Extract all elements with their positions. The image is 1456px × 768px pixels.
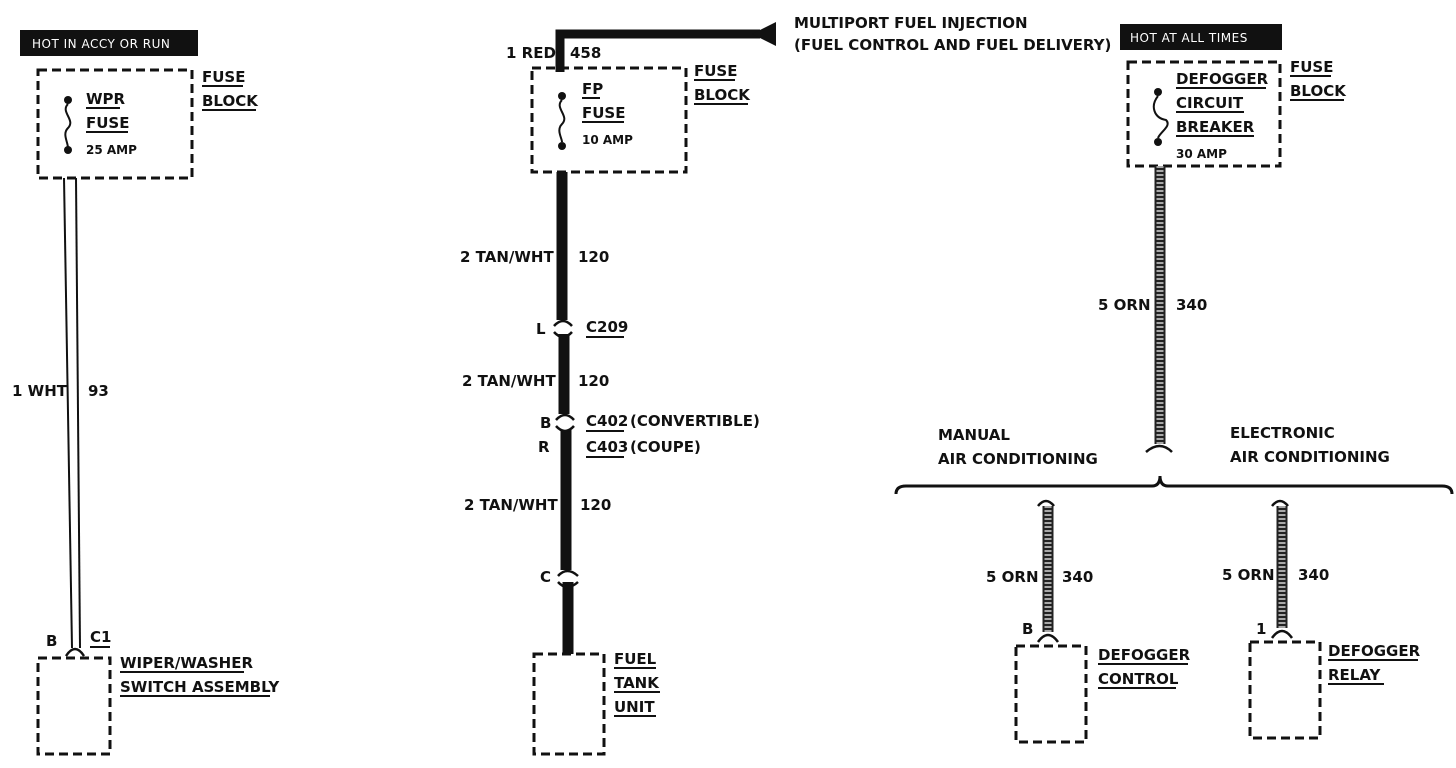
defogger-fuse-block-label-line1: FUSE [1290, 58, 1333, 76]
c209-connector-icon [553, 319, 573, 339]
manual-ac-label-line2: AIR CONDITIONING [938, 450, 1098, 468]
c1-pin: B [46, 632, 57, 650]
right-branch-top-icon [1271, 499, 1289, 507]
fp-fuse-block-box [530, 66, 688, 174]
wht-wire-gauge-color: 1 WHT [12, 382, 68, 400]
defogger-circuit: HOT AT ALL TIMES FUSE BLOCK DEFOGGER CIR… [894, 24, 1454, 744]
breaker-terminal-bottom [1154, 138, 1162, 146]
fp-fuse-element-icon [558, 99, 566, 143]
feed-arrow-icon [752, 22, 776, 46]
red-feed-circuit: 458 [570, 44, 601, 62]
fuel-pump-circuit: MULTIPORT FUEL INJECTION (FUEL CONTROL A… [460, 14, 1111, 756]
wht-wire-circuit: 93 [88, 382, 109, 400]
option-brace [894, 475, 1454, 495]
c402-name: C402 [586, 412, 628, 430]
wiper-washer-switch-box [36, 656, 112, 756]
fuse-terminal-bottom [64, 146, 72, 154]
hot-in-accy-header-bg [20, 30, 198, 56]
defogger-control-line1: DEFOGGER [1098, 646, 1191, 664]
c-connector-icon [557, 569, 579, 589]
breaker-terminal-top [1154, 88, 1162, 96]
electronic-ac-label-line2: AIR CONDITIONING [1230, 448, 1390, 466]
seg3-gauge-color: 2 TAN/WHT [464, 496, 558, 514]
breaker-name-line3: BREAKER [1176, 118, 1255, 136]
fp-fuse-block-label-line2: BLOCK [694, 86, 751, 104]
c402-connector-icon [555, 413, 575, 433]
fuel-tank-unit-line2: TANK [614, 674, 660, 692]
multiport-fuel-injection-line2: (FUEL CONTROL AND FUEL DELIVERY) [794, 36, 1111, 54]
c-connector-pin: C [540, 568, 551, 586]
fp-fuse-block-label-line1: FUSE [694, 62, 737, 80]
manual-ac-label-line1: MANUAL [938, 426, 1010, 444]
fp-fuse-name-line2: FUSE [582, 104, 625, 122]
red-feed-gauge-color: 1 RED [506, 44, 556, 62]
main-wire-end-icon [1145, 444, 1173, 453]
wht-wire-left-edge [63, 177, 73, 649]
breaker-rating: 30 AMP [1176, 147, 1227, 161]
left-branch-pin: B [1022, 620, 1033, 638]
main-wire-circuit: 340 [1176, 296, 1207, 314]
defogger-fuse-block-label-line2: BLOCK [1290, 82, 1347, 100]
main-wire-gauge-color: 5 ORN [1098, 296, 1151, 314]
c1-connector-icon [64, 647, 86, 657]
fuse-terminal-top [64, 96, 72, 104]
hot-at-all-times-header-bg [1120, 24, 1282, 50]
red-feed-wire [555, 29, 760, 72]
hot-in-accy-header: HOT IN ACCY OR RUN [32, 37, 170, 51]
wiper-switch-label-line2: SWITCH ASSEMBLY [120, 678, 280, 696]
multiport-fuel-injection-line1: MULTIPORT FUEL INJECTION [794, 14, 1028, 32]
wiper-fuse-block-box [36, 68, 194, 180]
breaker-name-line2: CIRCUIT [1176, 94, 1244, 112]
fuel-tank-unit-box [532, 652, 606, 756]
c209-pin: L [536, 320, 546, 338]
wiper-fuse-block-label-line1: FUSE [202, 68, 245, 86]
electronic-ac-label-line1: ELECTRONIC [1230, 424, 1335, 442]
wpr-fuse-rating: 25 AMP [86, 143, 137, 157]
wiper-switch-label-line1: WIPER/WASHER [120, 654, 253, 672]
seg1-gauge-color: 2 TAN/WHT [460, 248, 554, 266]
right-branch-pin: 1 [1256, 620, 1266, 638]
c209-name: C209 [586, 318, 628, 336]
left-branch-circuit: 340 [1062, 568, 1093, 586]
c403-name: C403 [586, 438, 628, 456]
fp-fuse-terminal-bottom [558, 142, 566, 150]
wiper-circuit: HOT IN ACCY OR RUN FUSE BLOCK WPR FUSE 2… [12, 30, 280, 756]
right-branch-pin-icon [1270, 629, 1294, 639]
fp-fuse-name-line1: FP [582, 80, 603, 98]
fuel-tank-unit-line1: FUEL [614, 650, 657, 668]
c403-pin: R [538, 438, 550, 456]
fp-fuse-rating: 10 AMP [582, 133, 633, 147]
c1-connector-name: C1 [90, 628, 111, 646]
defogger-relay-line1: DEFOGGER [1328, 642, 1421, 660]
wiper-fuse-block-label-line2: BLOCK [202, 92, 259, 110]
wpr-fuse-name-line1: WPR [86, 90, 126, 108]
defogger-control-line2: CONTROL [1098, 670, 1179, 688]
defogger-control-box [1014, 644, 1088, 744]
hot-at-all-times-header: HOT AT ALL TIMES [1130, 31, 1248, 45]
wpr-fuse-name-line2: FUSE [86, 114, 129, 132]
wht-wire-right-edge [75, 177, 81, 649]
defogger-relay-line2: RELAY [1328, 666, 1382, 684]
seg3-circuit: 120 [580, 496, 611, 514]
c402-note: (CONVERTIBLE) [630, 412, 760, 430]
defogger-fuse-block-box [1126, 60, 1282, 168]
right-branch-circuit: 340 [1298, 566, 1329, 584]
left-branch-pin-icon [1036, 633, 1060, 643]
defogger-relay-box [1248, 640, 1322, 740]
c402-pin: B [540, 414, 551, 432]
seg2-circuit: 120 [578, 372, 609, 390]
fuse-element-icon [64, 103, 72, 149]
right-branch-gauge-color: 5 ORN [1222, 566, 1275, 584]
seg1-circuit: 120 [578, 248, 609, 266]
left-branch-top-icon [1037, 499, 1055, 507]
left-branch-gauge-color: 5 ORN [986, 568, 1039, 586]
seg2-gauge-color: 2 TAN/WHT [462, 372, 556, 390]
circuit-breaker-icon [1152, 95, 1169, 139]
fuel-tank-unit-line3: UNIT [614, 698, 655, 716]
c403-note: (COUPE) [630, 438, 701, 456]
breaker-name-line1: DEFOGGER [1176, 70, 1269, 88]
fp-fuse-terminal-top [558, 92, 566, 100]
